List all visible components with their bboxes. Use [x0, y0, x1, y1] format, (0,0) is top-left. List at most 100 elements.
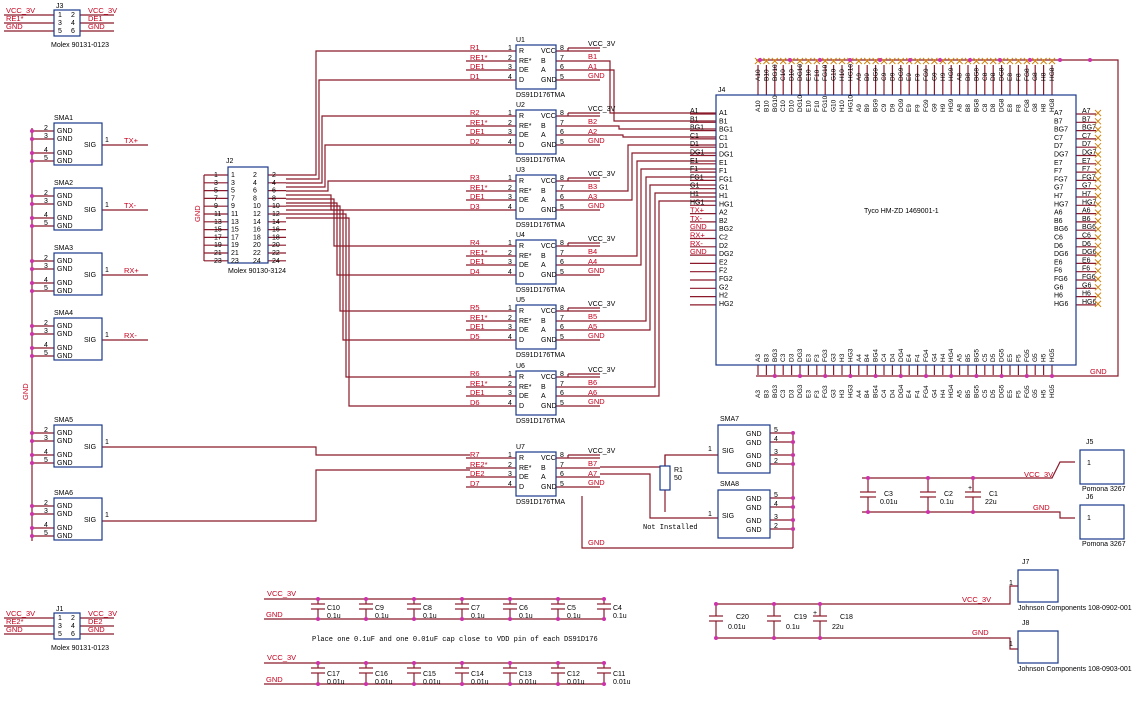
pin-number: 13 — [231, 219, 239, 226]
junction-dot — [30, 512, 34, 516]
gnd-label: GND — [266, 675, 283, 684]
no-connect-mark — [1040, 57, 1047, 65]
pin-number: 4 — [44, 342, 48, 349]
cap-ref: C15 — [423, 671, 436, 678]
no-connect-stroke — [796, 57, 804, 65]
junction-dot — [316, 661, 320, 665]
j2-ref: J2 — [226, 158, 234, 165]
pin-number: 3 — [508, 324, 512, 331]
pin-number: 2 — [508, 315, 512, 322]
pin-number: 1 — [58, 615, 62, 622]
driver-to-j4 — [600, 160, 716, 257]
vcc-to-j7 — [716, 585, 1018, 605]
driver-ref: U7 — [516, 444, 525, 451]
pin-number: 3 — [508, 471, 512, 478]
pin-number: 23 — [231, 258, 239, 265]
sma-net-label: TX- — [124, 201, 137, 210]
pin-name: GND — [746, 440, 762, 447]
j6-part: Pomona 3267 — [1082, 541, 1126, 548]
pin-name: D8 — [990, 72, 997, 81]
junction-dot — [602, 661, 606, 665]
pin-net: B6 — [1082, 216, 1091, 223]
pin-number: 1 — [105, 512, 109, 519]
pin-number: 3 — [774, 514, 778, 521]
driver-net: RE1* — [470, 118, 488, 127]
j2-to-driver — [286, 115, 466, 184]
driver-part: DS91D176TMA — [516, 157, 565, 164]
pin-number: 9 — [214, 203, 218, 210]
no-connect-stroke — [1094, 259, 1102, 266]
no-connect-stroke — [763, 57, 770, 65]
pin-number: 1 — [231, 172, 235, 179]
pin-name: C4 — [881, 389, 888, 398]
no-connect-stroke — [1094, 184, 1102, 192]
gnd-to-j8 — [716, 637, 1018, 650]
driver-net: RE1* — [470, 53, 488, 62]
junction-dot — [30, 267, 34, 271]
pin-name: GND — [57, 511, 73, 518]
j1-body — [53, 612, 81, 640]
pin-number: 5 — [44, 457, 48, 464]
pin-name: D — [519, 142, 524, 149]
driver-b: B2 — [588, 117, 597, 126]
pin-name: B9 — [864, 104, 871, 112]
pin-name: F8 — [1015, 104, 1022, 112]
pin-number: 7 — [560, 462, 564, 469]
pin-number: 5 — [44, 285, 48, 292]
pin-name: H4 — [940, 353, 947, 362]
pin-name: H7 — [1054, 193, 1063, 200]
no-connect-mark — [1094, 109, 1102, 117]
no-connect-stroke — [1094, 242, 1102, 250]
pin-number: 6 — [560, 324, 564, 331]
pin-name: BG3 — [772, 349, 779, 362]
j2-to-driver — [286, 202, 466, 276]
pin-name: G10 — [831, 68, 838, 81]
pin-net: F6 — [1082, 266, 1090, 273]
no-connect-mark — [1094, 142, 1102, 150]
net-label: DE2 — [88, 617, 103, 626]
junction-dot — [791, 496, 795, 500]
pin-name: F3 — [814, 354, 821, 362]
no-connect-stroke — [1094, 134, 1102, 142]
pin-net: DG7 — [1082, 150, 1097, 157]
u7-gnd — [581, 496, 793, 549]
pin-net: E6 — [1082, 257, 1091, 264]
junction-dot — [30, 151, 34, 155]
pin-name: GND — [541, 207, 557, 214]
pin-name: SIG — [84, 337, 96, 344]
junction-dot — [412, 682, 416, 686]
pin-name: FG6 — [1054, 276, 1068, 283]
driver-vcc: VCC_3V — [588, 367, 616, 374]
pin-name: RE* — [519, 188, 532, 195]
pin-number: 6 — [560, 129, 564, 136]
pin-name: GND — [541, 77, 557, 84]
no-connect-mark — [1094, 300, 1102, 308]
junction-dot — [791, 440, 795, 444]
pin-name: D2 — [719, 243, 728, 250]
pin-net: H1 — [690, 191, 699, 198]
pin-number: 2 — [508, 250, 512, 257]
pin-name: BG9 — [873, 68, 880, 81]
net-label: VCC_3V — [88, 609, 117, 618]
pin-net: BG7 — [1082, 125, 1096, 132]
pin-number: 6 — [253, 188, 257, 195]
pin-name: SIG — [84, 444, 96, 451]
pin-name: DG1 — [719, 152, 734, 159]
pin-number: 24 — [272, 258, 280, 265]
pin-name: GND — [746, 527, 762, 534]
pin-number: 1 — [508, 371, 512, 378]
pin-name: C1 — [719, 135, 728, 142]
driver-net: R1 — [470, 43, 480, 52]
pin-number: 10 — [253, 203, 261, 210]
pin-name: G8 — [1032, 103, 1039, 112]
pin-name: GND — [57, 438, 73, 445]
pin-name: A8 — [957, 73, 964, 81]
pin-number: 6 — [71, 28, 75, 35]
pin-name: E8 — [1007, 73, 1014, 81]
pin-name: E6 — [1054, 259, 1063, 266]
pin-name: E8 — [1007, 104, 1014, 112]
pin-number: 4 — [508, 269, 512, 276]
junction-dot — [602, 682, 606, 686]
pin-number: 2 — [44, 190, 48, 197]
no-connect-stroke — [1094, 292, 1102, 299]
